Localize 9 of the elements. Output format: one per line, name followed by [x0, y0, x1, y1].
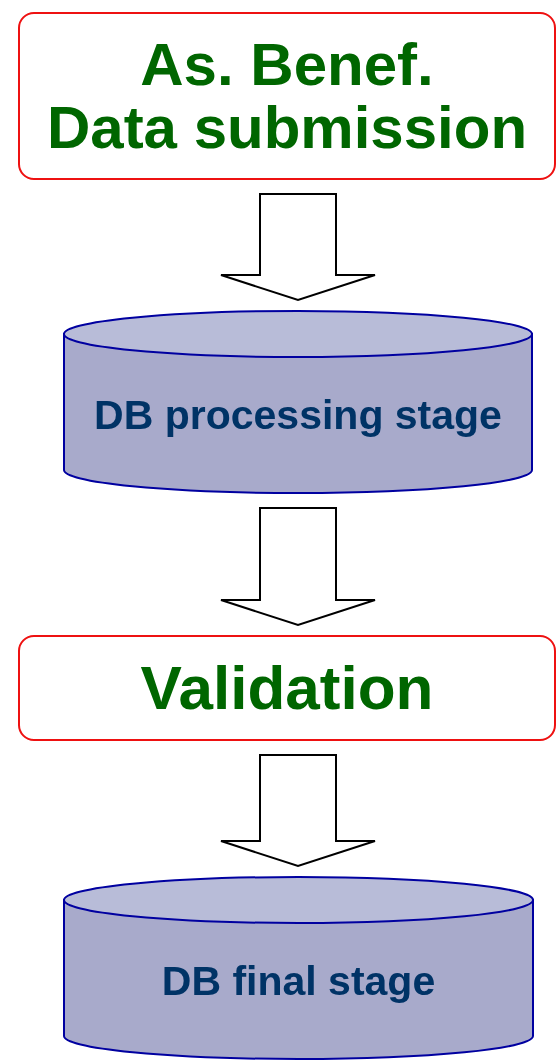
box-title: As. Benef. Data submission [45, 33, 529, 159]
box-title: Validation [140, 655, 434, 721]
block-arrow [220, 754, 376, 868]
process-box [18, 12, 556, 180]
block-arrow [220, 507, 376, 627]
block-arrow [220, 193, 376, 302]
database-label: DB final stage [160, 958, 437, 1005]
database-label: DB processing stage [93, 392, 503, 439]
process-box [18, 635, 556, 741]
